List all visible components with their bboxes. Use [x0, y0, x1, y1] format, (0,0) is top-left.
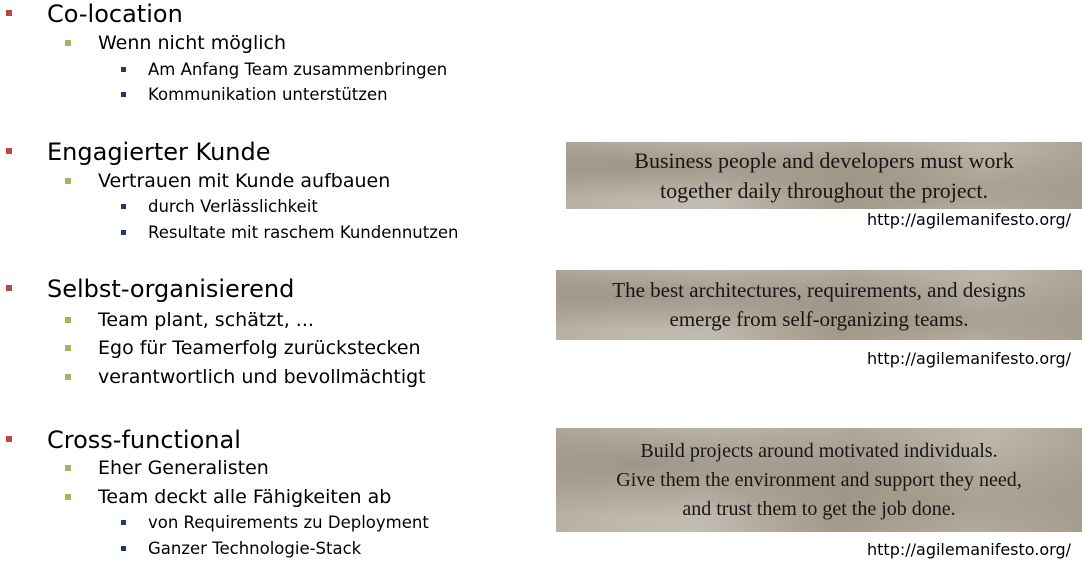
section-bullet: [6, 148, 12, 154]
item-text: Vertrauen mit Kunde aufbauen: [98, 170, 391, 192]
section-title-cross-functional: Cross-functional: [47, 426, 241, 454]
subitem-bullet: [121, 546, 126, 551]
item-text: Team plant, schätzt, ...: [98, 309, 314, 331]
item-text: Eher Generalisten: [98, 457, 269, 479]
subitem-bullet: [121, 230, 126, 235]
quote-text: Business people and developers must work…: [634, 147, 1014, 203]
quote-source: http://agilemanifesto.org/: [867, 540, 1071, 559]
quote-source: http://agilemanifesto.org/: [867, 210, 1071, 229]
subitem-text: Resultate mit raschem Kundennutzen: [148, 223, 459, 242]
agile-manifesto-quote-image: The best architectures, requirements, an…: [556, 270, 1082, 340]
section-bullet: [6, 436, 12, 442]
subitem-text: Am Anfang Team zusammenbringen: [148, 60, 448, 79]
agile-manifesto-quote-image: Business people and developers must work…: [566, 142, 1082, 209]
item-text: Wenn nicht möglich: [98, 32, 287, 54]
subitem-bullet: [121, 92, 126, 97]
item-bullet: [65, 374, 71, 380]
subitem-bullet: [121, 204, 126, 209]
quote-text: The best architectures, requirements, an…: [612, 278, 1026, 331]
item-text: Ego für Teamerfolg zurückstecken: [98, 337, 421, 359]
item-bullet: [65, 345, 71, 351]
item-bullet: [65, 317, 71, 323]
subitem-text: Kommunikation unterstützen: [148, 85, 388, 104]
section-title-co-location: Co-location: [47, 0, 183, 28]
item-text: verantwortlich und bevollmächtigt: [98, 366, 426, 388]
item-bullet: [65, 494, 71, 500]
item-bullet: [65, 40, 71, 46]
quote-source: http://agilemanifesto.org/: [867, 349, 1071, 368]
item-bullet: [65, 178, 71, 184]
agile-manifesto-quote-image: Build projects around motivated individu…: [556, 428, 1082, 532]
section-bullet: [6, 285, 12, 291]
subitem-text: durch Verlässlichkeit: [148, 197, 318, 216]
section-title-selbst-organisierend: Selbst-organisierend: [47, 275, 295, 303]
subitem-bullet: [121, 520, 126, 525]
subitem-text: Ganzer Technologie-Stack: [148, 539, 362, 558]
quote-text: Build projects around motivated individu…: [616, 439, 1022, 520]
item-bullet: [65, 465, 71, 471]
section-title-engagierter-kunde: Engagierter Kunde: [47, 138, 271, 166]
subitem-bullet: [121, 67, 126, 72]
item-text: Team deckt alle Fähigkeiten ab: [98, 486, 392, 508]
subitem-text: von Requirements zu Deployment: [148, 513, 429, 532]
section-bullet: [6, 10, 12, 16]
